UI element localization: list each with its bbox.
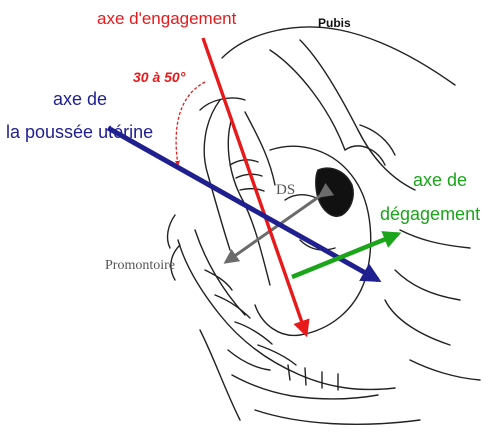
anatomy-drawing — [168, 27, 480, 424]
ds-axis-line — [226, 196, 320, 262]
uterine-axis-label-line1: axe de — [53, 89, 107, 109]
uterine-axis-label-line2: la poussée utérine — [6, 122, 153, 142]
angle-arc — [176, 82, 205, 165]
clearance-axis-label-line2: dégagement — [380, 204, 480, 224]
engagement-axis-label: axe d'engagement — [97, 9, 237, 28]
clearance-axis-label-line1: axe de — [413, 170, 467, 190]
ds-label: DS — [276, 182, 295, 198]
angle-label: 30 à 50° — [133, 69, 186, 85]
promontory-label: Promontoire — [105, 258, 175, 273]
pubis-label: Pubis — [318, 16, 351, 30]
